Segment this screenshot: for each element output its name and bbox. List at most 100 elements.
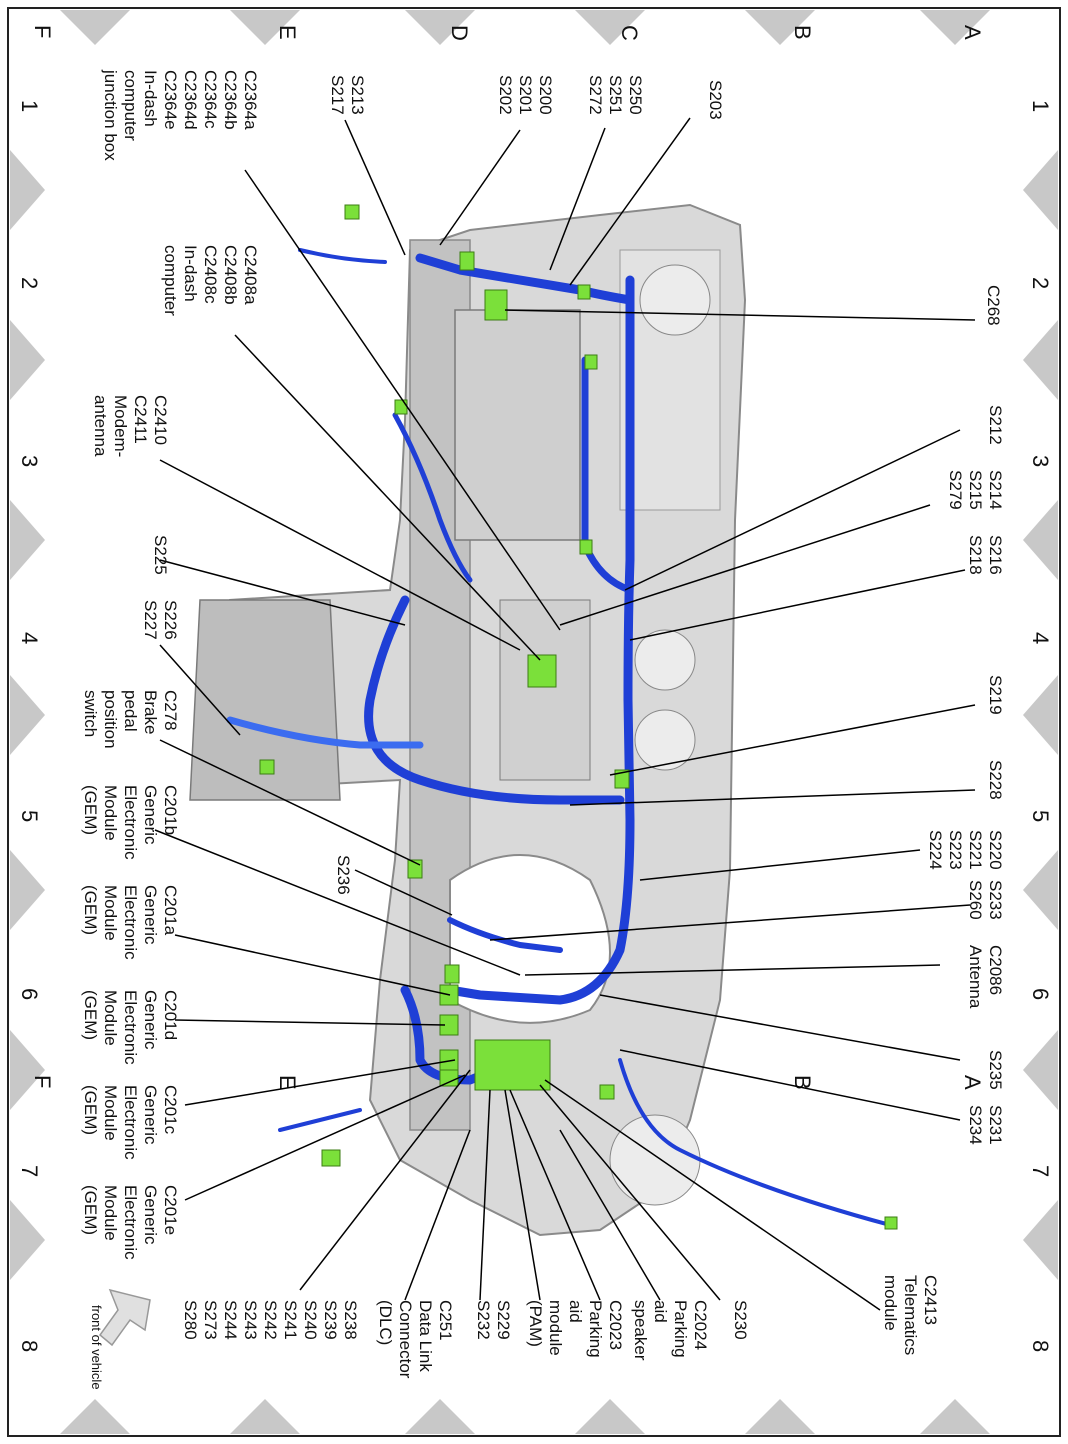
callout-line: S260 xyxy=(966,880,985,920)
callout-line: pedal xyxy=(121,690,140,732)
instrument-panel-structure xyxy=(189,203,747,1237)
callout-s225: S225 xyxy=(151,535,170,575)
callout-line: S200 xyxy=(536,75,555,115)
callout-line: C201a xyxy=(161,885,180,936)
callout-line: S217 xyxy=(328,75,347,115)
grid-row-label: 5 xyxy=(17,810,42,822)
callout-line: Parking xyxy=(586,1300,605,1358)
grid-labels-right: 1 2 3 4 5 6 7 8 xyxy=(1028,100,1053,1352)
connector xyxy=(321,1149,341,1167)
callout-line: (PAM) xyxy=(526,1300,545,1347)
callout-line: C2411 xyxy=(131,395,150,444)
callout-line: C2413 xyxy=(921,1275,940,1325)
callout-line: Module xyxy=(101,990,120,1046)
callout-s236: S236 xyxy=(334,855,353,895)
callout-line: Generic xyxy=(141,1185,160,1245)
callout-line: S234 xyxy=(966,1105,985,1145)
connector-gem-c201b xyxy=(444,964,460,984)
callout-line: Generic xyxy=(141,885,160,945)
callout-s216: S216 S218 xyxy=(966,535,1005,575)
callout-line: S243 xyxy=(241,1300,260,1340)
callout-line: Electronic xyxy=(121,1085,140,1160)
callout-line: (GEM) xyxy=(81,990,100,1040)
connectors xyxy=(259,204,898,1230)
callout-line: C2086 xyxy=(986,945,1005,995)
callout-line: Electronic xyxy=(121,885,140,960)
harness-lower-branch xyxy=(226,716,424,749)
grid-row-label: 4 xyxy=(17,632,42,644)
callout-line: Generic xyxy=(141,1085,160,1145)
connector xyxy=(599,1084,615,1100)
grid-row-label: 1 xyxy=(1028,100,1053,112)
callout-line: C278 xyxy=(161,690,180,731)
vent-round xyxy=(634,709,696,771)
callout-line: module xyxy=(881,1275,900,1331)
callout-line: S227 xyxy=(141,600,160,640)
callout-line: S224 xyxy=(926,830,945,870)
callout-line: C201d xyxy=(161,990,180,1040)
grid-col-label: C xyxy=(617,25,642,41)
callout-line: Telematics xyxy=(901,1275,920,1355)
connector xyxy=(344,204,360,220)
callout-line: Modem- xyxy=(111,395,130,457)
callout-s219: S219 xyxy=(986,675,1005,715)
callout-line: S236 xyxy=(334,855,353,895)
callout-s250: S250 S251 S272 xyxy=(586,75,645,115)
callout-c2413: C2413 Telematics module xyxy=(881,1275,940,1355)
callout-s230: S230 xyxy=(731,1300,750,1340)
grid-row-label: 7 xyxy=(1028,1165,1053,1177)
connector xyxy=(259,759,275,775)
grid-labels-top: F E D C B A xyxy=(30,25,985,41)
grid-col-label: F xyxy=(30,1075,55,1088)
callout-line: C2023 xyxy=(606,1300,625,1350)
callout-c2086: C2086 Antenna xyxy=(966,945,1005,1009)
callout-s214: S214 S215 S279 xyxy=(946,470,1005,510)
grid-row-label: 5 xyxy=(1028,810,1053,822)
harness-right-branch xyxy=(445,275,635,1005)
callout-line: Generic xyxy=(141,785,160,845)
callout-line: Electronic xyxy=(121,785,140,860)
callout-line: C2364d xyxy=(181,70,200,130)
callout-line: Electronic xyxy=(121,1185,140,1260)
harness-s236 xyxy=(447,917,563,953)
callout-line: S203 xyxy=(706,80,725,120)
callout-line: S219 xyxy=(986,675,1005,715)
grid-row-label: 8 xyxy=(17,1340,42,1352)
callout-c2364: C2364a C2364b C2364c C2364d C2364e In-da… xyxy=(101,69,260,161)
callout-line: S202 xyxy=(496,75,515,115)
callout-line: C201c xyxy=(161,1085,180,1135)
callout-line: speaker xyxy=(631,1300,650,1361)
steering-column-opening xyxy=(449,854,611,1024)
connector xyxy=(459,251,475,271)
callout-line: antenna xyxy=(91,395,110,457)
vent-round xyxy=(639,264,711,336)
callout-s212: S212 xyxy=(986,405,1005,445)
callout-s226: S226 S227 xyxy=(141,600,180,640)
grid-col-label: F xyxy=(30,25,55,38)
callout-line: C2364b xyxy=(221,70,240,130)
callout-line: computer xyxy=(161,245,180,316)
callout-line: C2364a xyxy=(241,70,260,130)
grid-row-label: 4 xyxy=(1028,632,1053,644)
callout-s231: S231 S234 xyxy=(966,1105,1005,1145)
callout-line: C268 xyxy=(984,285,1003,326)
callout-line: module xyxy=(546,1300,565,1356)
callout-c201c: C201c Generic Electronic Module (GEM) xyxy=(81,1085,180,1160)
callout-line: C2364c xyxy=(201,70,220,129)
leader-lines xyxy=(154,117,976,1311)
callout-c251: C251 Data Link Connector (DLC) xyxy=(376,1300,455,1379)
callout-line: S213 xyxy=(348,75,367,115)
callout-line: Connector xyxy=(396,1300,415,1379)
callout-line: In-dash xyxy=(181,245,200,302)
connector-c2413 xyxy=(884,1216,898,1230)
callout-line: Antenna xyxy=(966,945,985,1009)
connector xyxy=(584,354,598,370)
connector xyxy=(577,284,591,300)
callout-line: C251 xyxy=(436,1300,455,1341)
callout-c278: C278 Brake pedal position switch xyxy=(81,690,180,749)
callout-line: S238 xyxy=(341,1300,360,1340)
vent-round xyxy=(634,629,696,691)
callout-line: switch xyxy=(81,690,100,737)
front-of-vehicle-label: front of vehicle xyxy=(89,1305,104,1390)
